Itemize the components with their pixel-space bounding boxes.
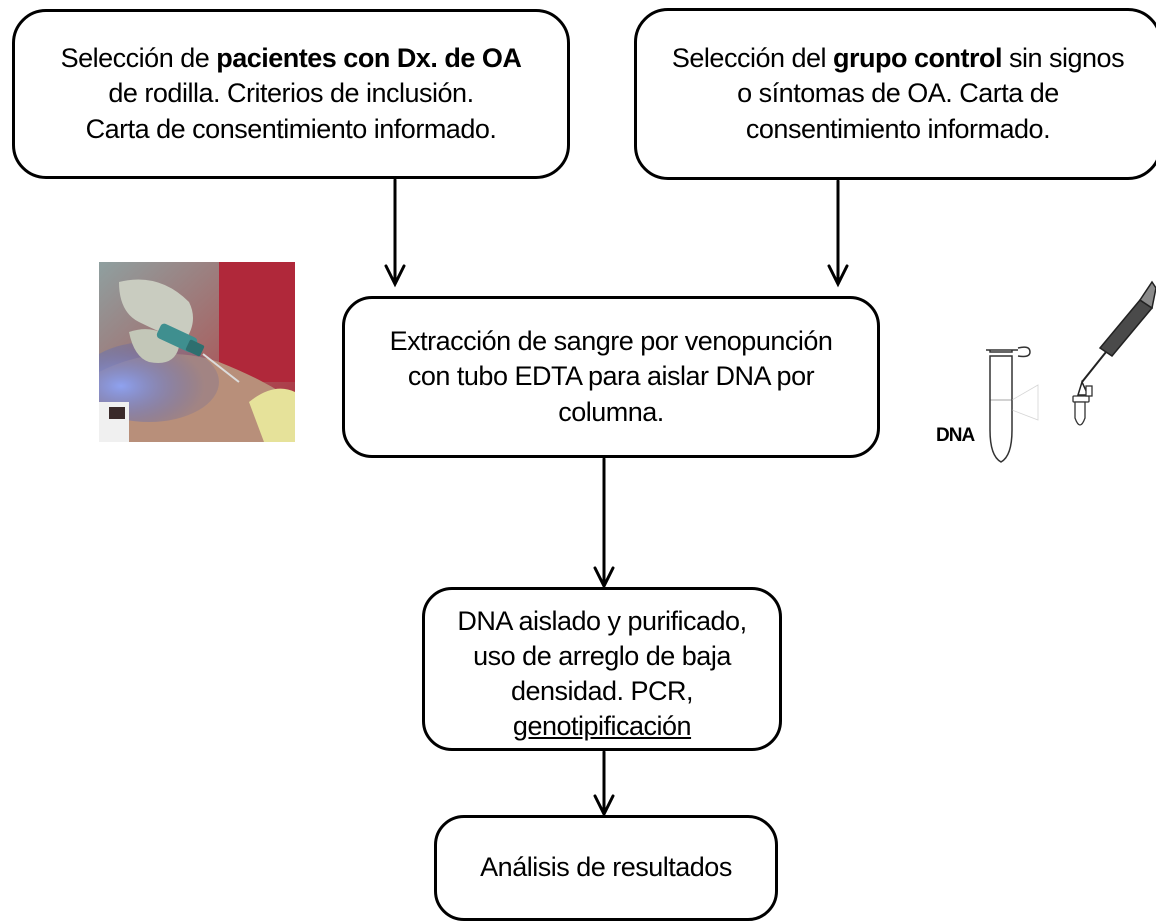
microtube-icon xyxy=(986,346,1039,463)
results-analysis-box: Análisis de resultados xyxy=(434,815,778,921)
patients-line2: de rodilla. Criterios de inclusión. xyxy=(108,78,474,109)
extraction-line2: con tubo EDTA para aislar DNA por xyxy=(407,361,815,392)
isolated-line4: genotipificación xyxy=(512,711,692,742)
arrowhead xyxy=(593,566,615,590)
control-group-box: Selección del grupo control sin signos o… xyxy=(634,8,1156,180)
isolated-line1: DNA aislado y purificado, xyxy=(457,605,747,636)
isolated-line3: densidad. PCR, xyxy=(510,676,694,706)
venipuncture-photo xyxy=(99,262,295,442)
extraction-line3: columna. xyxy=(558,396,664,427)
dna-isolation-text: DNA aislado y purificado, uso de arreglo… xyxy=(457,604,747,744)
patients-selection-box: Selección de pacientes con Dx. de OA de … xyxy=(12,9,570,179)
control-line1-bold: grupo control xyxy=(833,43,1002,74)
control-group-text: Selección del grupo control sin signos o… xyxy=(671,41,1125,146)
extraction-line1: Extracción de sangre por venopunción xyxy=(389,326,833,357)
dna-isolation-box: DNA aislado y purificado, uso de arreglo… xyxy=(422,587,782,751)
blood-extraction-box: Extracción de sangre por venopunción con… xyxy=(342,296,880,458)
arrowhead xyxy=(593,794,615,818)
control-line1-post: sin signos xyxy=(1002,43,1125,74)
patients-selection-text: Selección de pacientes con Dx. de OA de … xyxy=(61,41,522,146)
control-line1-pre: Selección del xyxy=(671,43,834,74)
arrowhead xyxy=(827,264,849,288)
pipette-icon xyxy=(1076,280,1156,396)
venipuncture-illustration xyxy=(99,262,295,442)
arrowhead xyxy=(384,264,406,288)
blood-extraction-text: Extracción de sangre por venopunción con… xyxy=(390,324,833,429)
patients-line1-pre: Selección de xyxy=(60,43,217,74)
patients-line1-bold: pacientes con Dx. de OA xyxy=(216,43,522,74)
isolated-line2: uso de arreglo de baja xyxy=(473,640,731,671)
eppendorf-icon xyxy=(1072,385,1093,426)
dna-label: DNA xyxy=(936,425,975,446)
results-analysis-text: Análisis de resultados xyxy=(480,852,732,883)
patients-line3: Carta de consentimiento informado. xyxy=(85,113,497,144)
control-line2: o síntomas de OA. Carta de xyxy=(737,78,1059,109)
control-line3: consentimiento informado. xyxy=(745,113,1051,144)
